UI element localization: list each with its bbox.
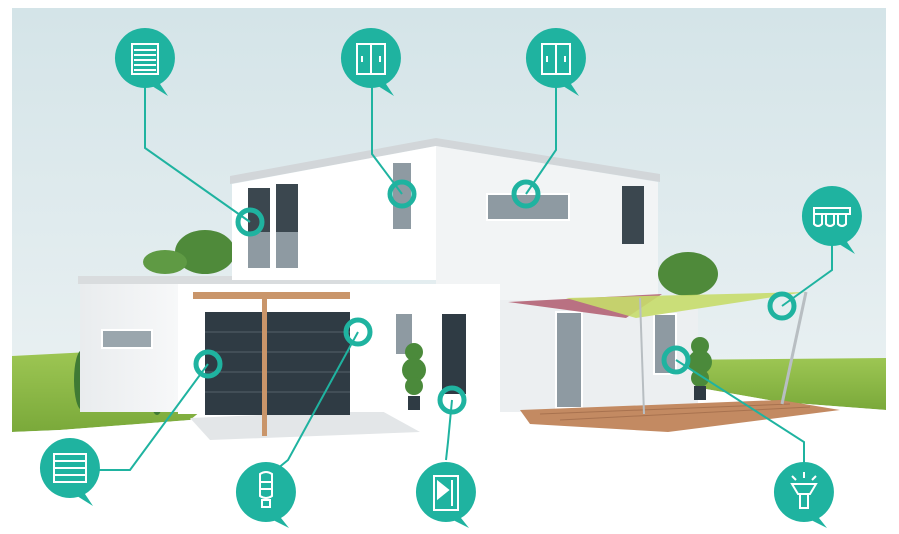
connector-shutter-garage	[98, 363, 209, 471]
sail-mast	[780, 291, 808, 405]
pergola-post	[262, 298, 267, 436]
ground-floor-center	[350, 284, 500, 412]
hotspot-window-upper-right[interactable]	[511, 179, 541, 209]
connector-terrace-light	[675, 359, 805, 466]
bubble-front-door[interactable]	[415, 462, 476, 528]
hotspot-garage-light[interactable]	[343, 317, 373, 347]
light-bulb-icon	[259, 471, 273, 508]
hotspot-terrace-light[interactable]	[661, 345, 691, 375]
bubble-terrace-light[interactable]	[773, 462, 834, 528]
bubble-window-upper-left[interactable]	[340, 28, 401, 96]
side-window	[101, 329, 153, 349]
patio-window	[653, 313, 677, 375]
window-icon	[356, 43, 386, 75]
upper-narrow-window	[391, 161, 413, 231]
roller-shutter-icon	[131, 43, 159, 75]
door-icon	[433, 475, 459, 511]
outdoor-lamp-icon	[790, 472, 818, 509]
window-icon	[541, 43, 571, 75]
connector-roller-shutter-upper	[144, 78, 251, 223]
garage-roof-edge	[78, 276, 350, 284]
pergola-beam	[193, 292, 443, 299]
bubble-window-upper-right[interactable]	[525, 28, 586, 96]
hotspot-window-upper-left[interactable]	[387, 179, 417, 209]
bush-left-roof	[175, 230, 235, 274]
hotspot-roller-shutter-upper[interactable]	[235, 207, 265, 237]
deck	[520, 400, 840, 432]
topiary-right	[688, 337, 712, 400]
awning-icon	[813, 207, 851, 227]
entrance-window	[396, 314, 412, 354]
connector-window-upper-left	[371, 76, 403, 195]
bush-left-roof-2	[143, 250, 187, 274]
patio-door	[555, 311, 583, 409]
garage-door	[205, 312, 350, 415]
hotspot-shutter-garage[interactable]	[193, 349, 223, 379]
bubble-awning[interactable]	[801, 186, 862, 254]
topiary-left	[402, 343, 426, 410]
sail-shade-green	[566, 292, 806, 318]
upper-window-glass-2	[248, 232, 270, 268]
driveway	[190, 410, 420, 440]
connector-awning	[781, 234, 833, 307]
lawn-right	[660, 358, 886, 410]
upper-right-shutter	[622, 186, 644, 244]
upper-roof-edge	[230, 138, 660, 184]
hotspot-front-door[interactable]	[437, 385, 467, 415]
shutter-icon	[53, 453, 87, 483]
bubble-garage-light[interactable]	[235, 462, 296, 528]
connector-window-upper-right	[525, 76, 557, 195]
upper-window-glass	[276, 232, 298, 268]
bush-right	[658, 252, 718, 296]
upper-storey-right	[436, 146, 658, 300]
hotspot-awning[interactable]	[767, 291, 797, 321]
bubble-roller-shutter-upper[interactable]	[114, 28, 175, 96]
bubble-shutter-garage[interactable]	[39, 438, 100, 506]
patio-post	[639, 297, 645, 415]
front-door-panel	[442, 314, 466, 394]
